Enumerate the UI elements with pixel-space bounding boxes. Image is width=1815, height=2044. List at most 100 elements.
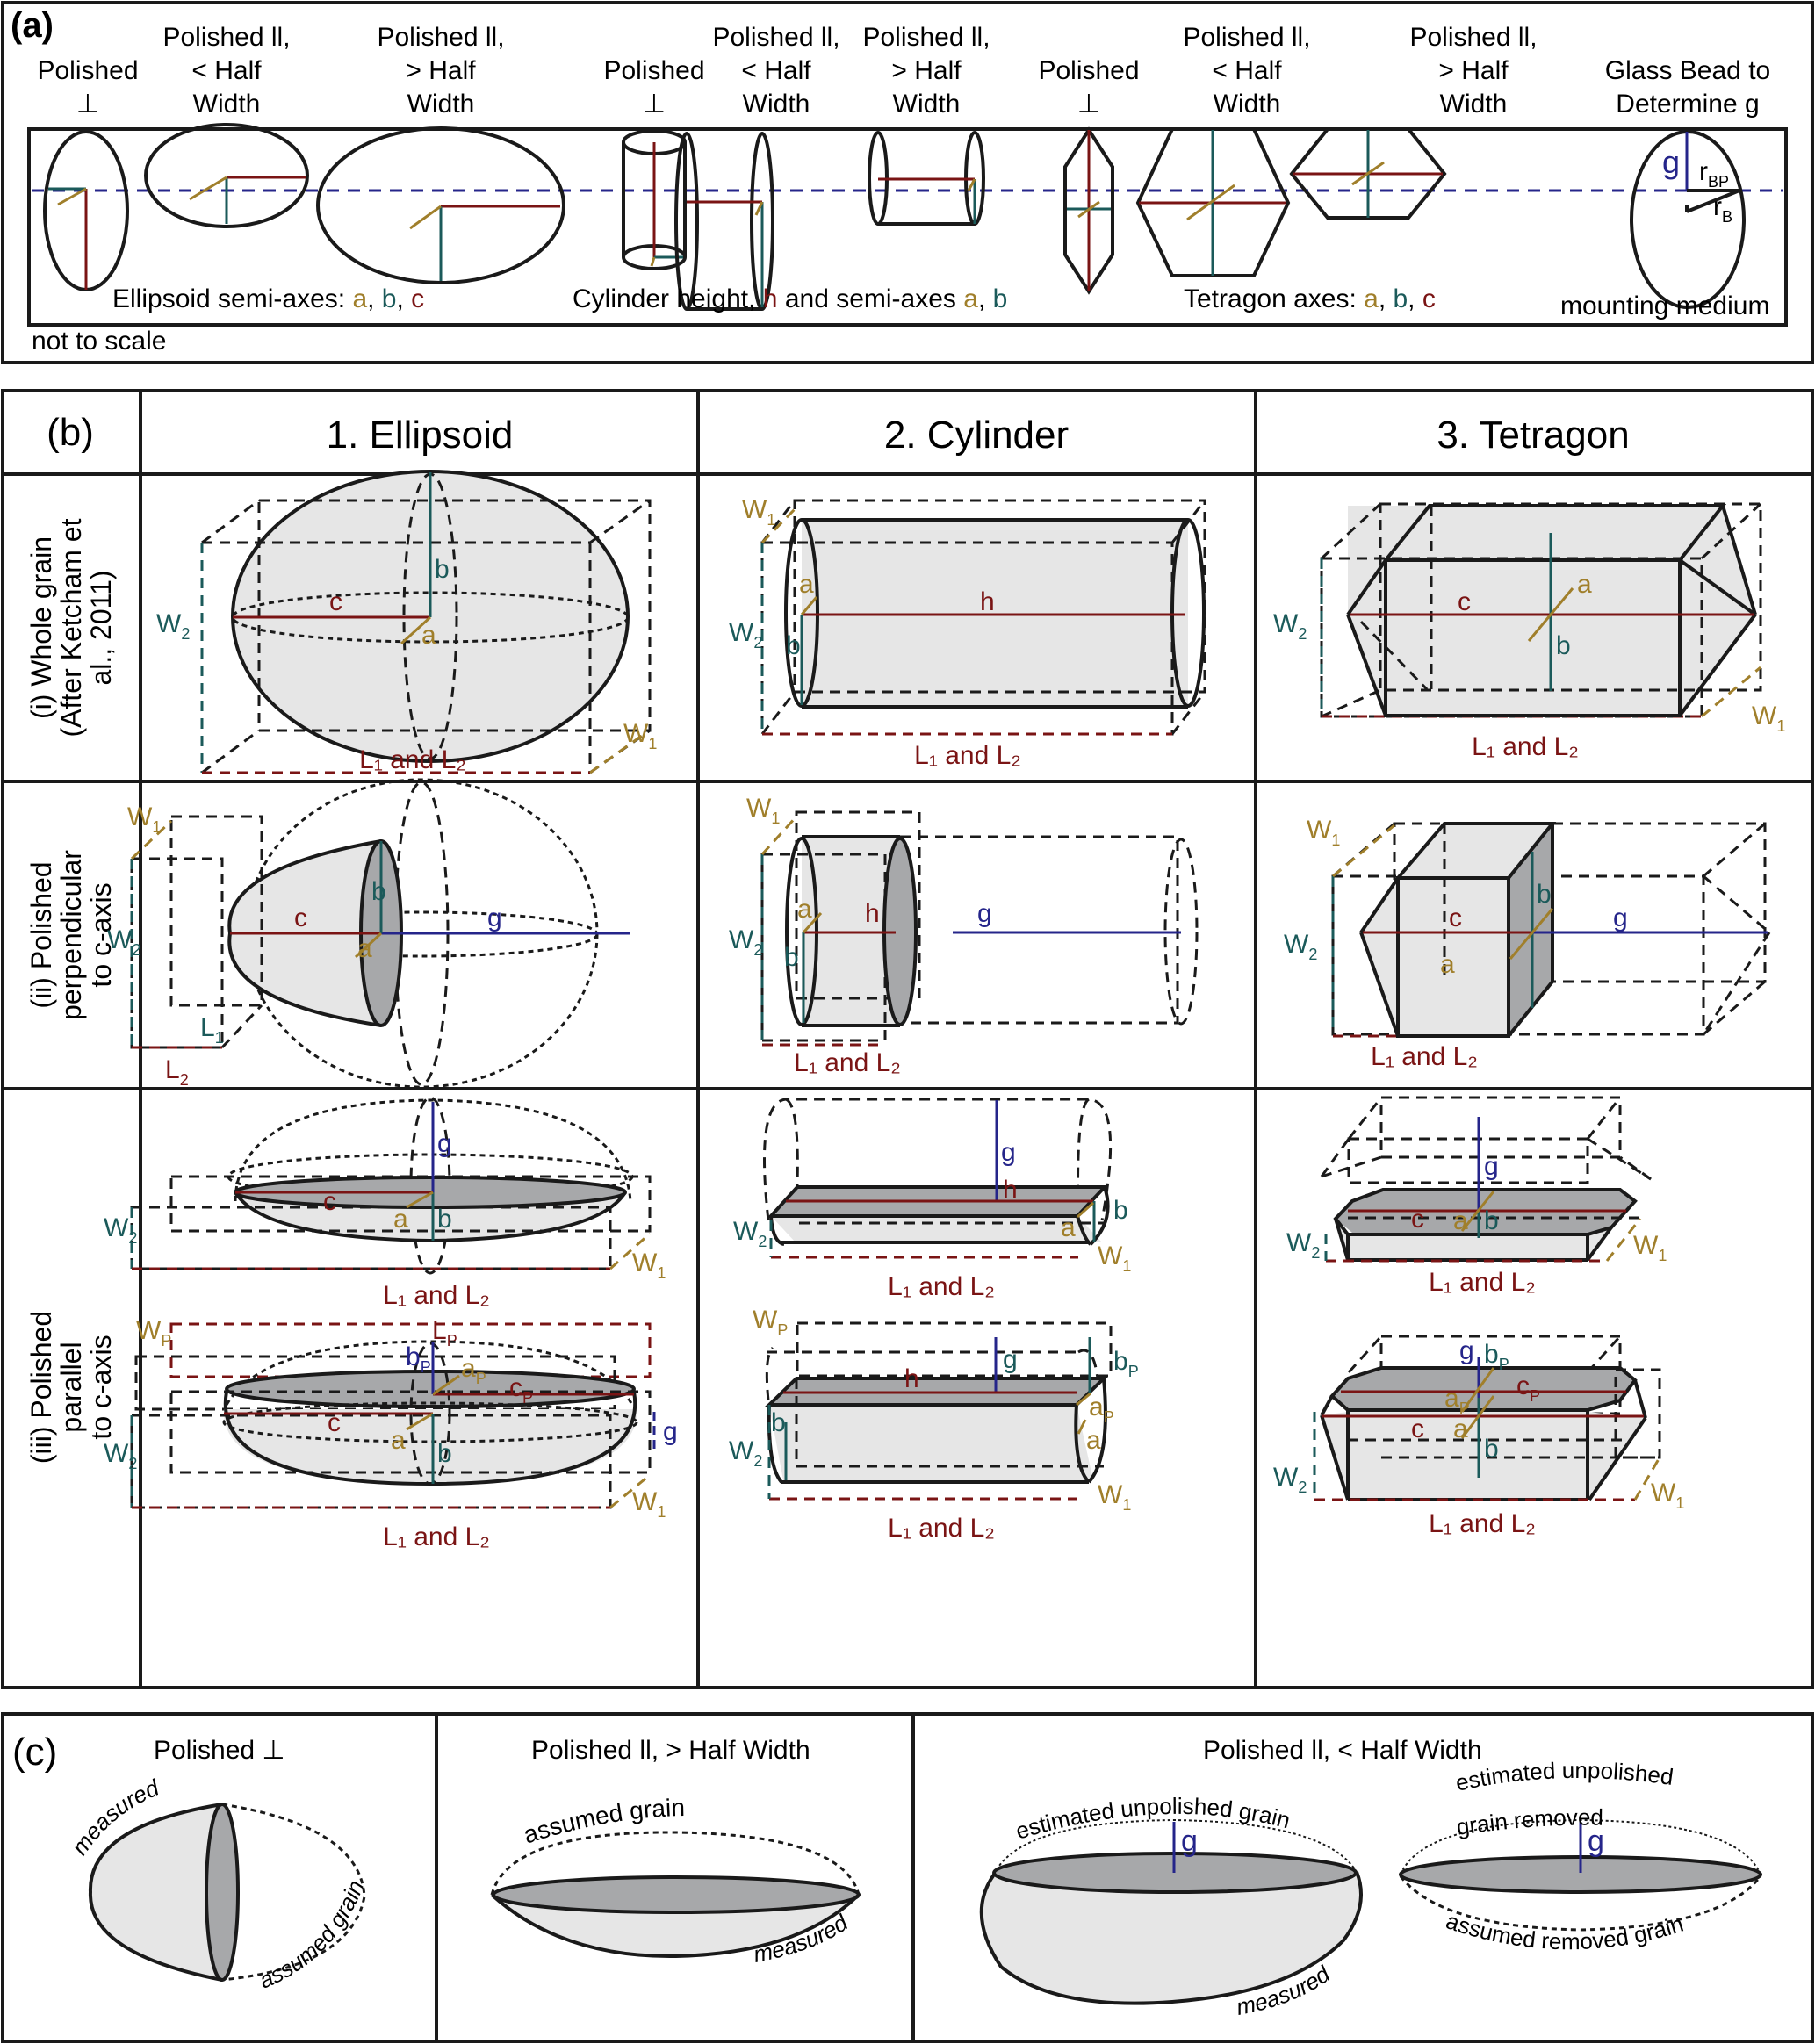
svg-text:c: c	[323, 1187, 336, 1216]
svg-text:Polished ll,: Polished ll,	[1183, 23, 1310, 52]
svg-text:b: b	[1113, 1196, 1128, 1225]
tetragon-whole-grain: c a b W2 W1 L₁ and L₂	[1273, 502, 1785, 761]
svg-text:L1: L1	[200, 1013, 224, 1047]
svg-text:c: c	[294, 903, 307, 932]
tetragon-par-lt-half-shape	[1135, 127, 1291, 277]
svg-text:aP: aP	[1444, 1384, 1470, 1417]
ellipsoid-par-gt-half-shape	[316, 126, 565, 284]
svg-text:Width: Width	[407, 90, 475, 119]
svg-text:(iii) Polished: (iii) Polished	[25, 1311, 57, 1464]
svg-text:L₁ and L₂: L₁ and L₂	[1429, 1268, 1536, 1297]
header-cylinder-par-gt-half: Polished ll, > Half Width	[862, 23, 990, 119]
par-lt-half-grain-diagram-left: g estimated unpolished grain measured	[979, 1793, 1363, 2020]
svg-text:W2: W2	[1286, 1228, 1320, 1262]
panel-c: (c) Polished ⊥ measured assumed grain Po…	[1, 1712, 1814, 2043]
header-tetragon-par-gt-half: Polished ll, > Half Width	[1409, 23, 1537, 119]
svg-text:Polished ll,: Polished ll,	[162, 23, 290, 52]
svg-text:bP: bP	[1484, 1340, 1509, 1373]
svg-text:a: a	[1086, 1426, 1101, 1455]
svg-text:perpendicular: perpendicular	[55, 850, 87, 1020]
header-ellipsoid-perp: Polished ⊥	[37, 56, 138, 119]
cylinder-polished-perpendicular: h g a b W2 W1 L₁ and L₂	[729, 794, 1199, 1077]
svg-text:W2: W2	[729, 925, 762, 959]
svg-text:WP: WP	[136, 1316, 171, 1349]
ellipsoid-whole-grain: c b a W2 W1 L₁ and L₂	[156, 470, 657, 774]
panel-b-frame	[1, 389, 1814, 1689]
tetragon-par-gt-half-shape	[1289, 127, 1447, 220]
svg-text:a: a	[393, 1205, 408, 1234]
svg-text:Polished ll,: Polished ll,	[712, 23, 839, 52]
svg-text:W1: W1	[742, 495, 775, 529]
svg-text:W1: W1	[127, 802, 161, 836]
svg-text:a: a	[1453, 1414, 1468, 1443]
tetragon-polished-perpendicular: c g b a W2 W1 L₁ and L₂	[1284, 816, 1771, 1071]
svg-text:bP: bP	[406, 1342, 431, 1376]
svg-text:c: c	[328, 1408, 341, 1437]
mounting-medium-label: mounting medium	[1560, 291, 1769, 320]
svg-text:c: c	[1411, 1414, 1424, 1443]
row-label-polished-perpendicular: (ii) Polished perpendicular to c-axis	[25, 850, 117, 1020]
lt-right-assumed-removed-label: assumed removed grain	[1443, 1907, 1687, 1954]
svg-text:L₁ and L₂: L₁ and L₂	[359, 745, 466, 774]
svg-text:L₁ and L₂: L₁ and L₂	[383, 1522, 490, 1551]
svg-text:Polished: Polished	[603, 56, 704, 85]
svg-text:(i) Whole grain: (i) Whole grain	[25, 536, 57, 719]
svg-text:aP: aP	[461, 1354, 486, 1387]
perp-assumed-grain-label: assumed grain	[256, 1876, 370, 1994]
header-glass-bead: Glass Bead to Determine g	[1605, 56, 1770, 119]
panel-a-inner-frame	[27, 127, 1788, 327]
svg-text:Polished ll,: Polished ll,	[377, 23, 504, 52]
svg-text:L₁ and L₂: L₁ and L₂	[1429, 1509, 1536, 1538]
svg-text:cP: cP	[509, 1373, 533, 1407]
bead-g-label: g	[1662, 144, 1680, 180]
svg-text:a: a	[1061, 1213, 1076, 1242]
svg-text:⊥: ⊥	[1077, 90, 1100, 119]
svg-text:h: h	[1003, 1176, 1018, 1205]
svg-text:L₁ and L₂: L₁ and L₂	[1472, 732, 1579, 761]
svg-text:a: a	[1440, 950, 1455, 979]
panel-c-frame	[1, 1712, 1814, 2043]
svg-text:L2: L2	[165, 1055, 189, 1089]
svg-text:a: a	[1577, 570, 1592, 599]
ellipsoid-polished-perpendicular: c g b a W2 W1 L1 L2	[107, 778, 630, 1089]
not-to-scale-label: not to scale	[32, 327, 166, 356]
svg-text:Polished: Polished	[37, 56, 138, 85]
svg-text:L₁ and L₂: L₁ and L₂	[383, 1281, 490, 1310]
svg-text:W1: W1	[1098, 1242, 1131, 1275]
svg-text:to c-axis: to c-axis	[85, 882, 117, 987]
svg-text:Polished: Polished	[1038, 56, 1139, 85]
svg-text:c: c	[329, 587, 342, 616]
svg-text:(ii) Polished: (ii) Polished	[25, 861, 57, 1008]
svg-text:W1: W1	[1307, 816, 1340, 849]
svg-text:c: c	[1411, 1205, 1424, 1234]
svg-text:Width: Width	[1214, 90, 1281, 119]
ellipsoid-polished-parallel-lt-half: LP bP aP cP g c a	[104, 1316, 678, 1551]
ellipsoid-caption: Ellipsoid semi-axes: a, b, c	[112, 284, 424, 313]
svg-text:W2: W2	[107, 925, 140, 959]
svg-text:W1: W1	[1752, 702, 1785, 735]
svg-text:bP: bP	[1113, 1347, 1139, 1380]
svg-text:c: c	[1449, 903, 1462, 932]
svg-text:g: g	[1459, 1336, 1474, 1365]
svg-text:L₁ and L₂: L₁ and L₂	[888, 1514, 995, 1543]
svg-text:WP: WP	[753, 1306, 788, 1339]
lt-right-estimated-label: estimated unpolished	[1453, 1757, 1675, 1796]
section-polished-par-lt-half-title: Polished ll, < Half Width	[1203, 1736, 1482, 1765]
svg-text:b: b	[1484, 1435, 1499, 1464]
svg-text:parallel: parallel	[55, 1342, 87, 1432]
svg-text:W2: W2	[1273, 609, 1307, 643]
svg-text:b: b	[371, 877, 386, 906]
svg-text:g: g	[437, 1129, 452, 1158]
svg-text:b: b	[1556, 631, 1571, 660]
header-cylinder-perp: Polished ⊥	[603, 56, 704, 119]
column-header-tetragon: 3. Tetragon	[1437, 414, 1629, 457]
panel-c-label: (c)	[12, 1731, 57, 1774]
svg-text:W2: W2	[1284, 930, 1317, 963]
svg-text:aP: aP	[1089, 1393, 1114, 1426]
header-ellipsoid-par-gt-half: Polished ll, > Half Width	[377, 23, 504, 119]
svg-text:W1: W1	[746, 794, 780, 827]
svg-text:g: g	[1484, 1152, 1499, 1181]
svg-text:c: c	[1458, 587, 1471, 616]
svg-text:g: g	[977, 899, 992, 928]
svg-text:W2: W2	[156, 609, 190, 643]
